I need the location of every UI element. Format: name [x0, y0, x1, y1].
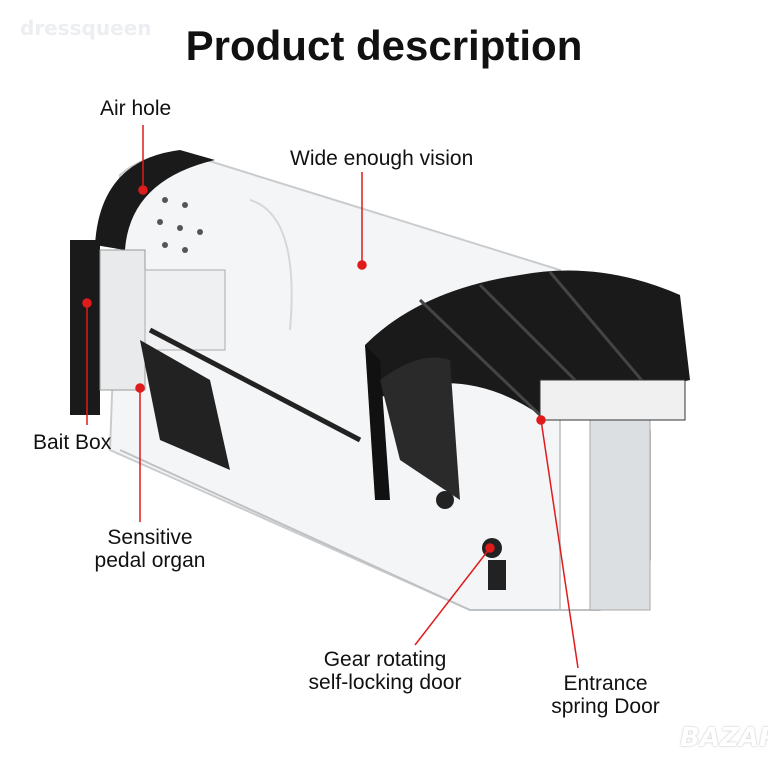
label-wide-vision: Wide enough vision	[290, 147, 474, 170]
label-entrance-line1: Entrance	[563, 672, 648, 695]
label-gear-line2: self-locking door	[308, 671, 462, 694]
watermark-bazar: BAZAR	[680, 723, 768, 753]
watermark-dressqueen: dressqueen	[20, 16, 152, 40]
page-title: Product description	[185, 22, 583, 69]
label-gear-door: Gear rotating self-locking door	[290, 648, 480, 694]
label-pedal-line2: pedal organ	[94, 549, 206, 572]
label-entrance-line2: spring Door	[551, 695, 660, 718]
label-gear-line1: Gear rotating	[323, 648, 447, 671]
back-cap	[70, 150, 362, 470]
label-entrance-door: Entrance spring Door	[538, 672, 673, 718]
label-air-hole: Air hole	[100, 97, 172, 120]
label-bait-box: Bait Box	[33, 431, 112, 454]
pointer-lines	[82, 125, 579, 669]
entrance-arch	[365, 270, 690, 590]
label-pedal-organ: Sensitive pedal organ	[80, 526, 220, 572]
label-pedal-line1: Sensitive	[107, 526, 193, 549]
